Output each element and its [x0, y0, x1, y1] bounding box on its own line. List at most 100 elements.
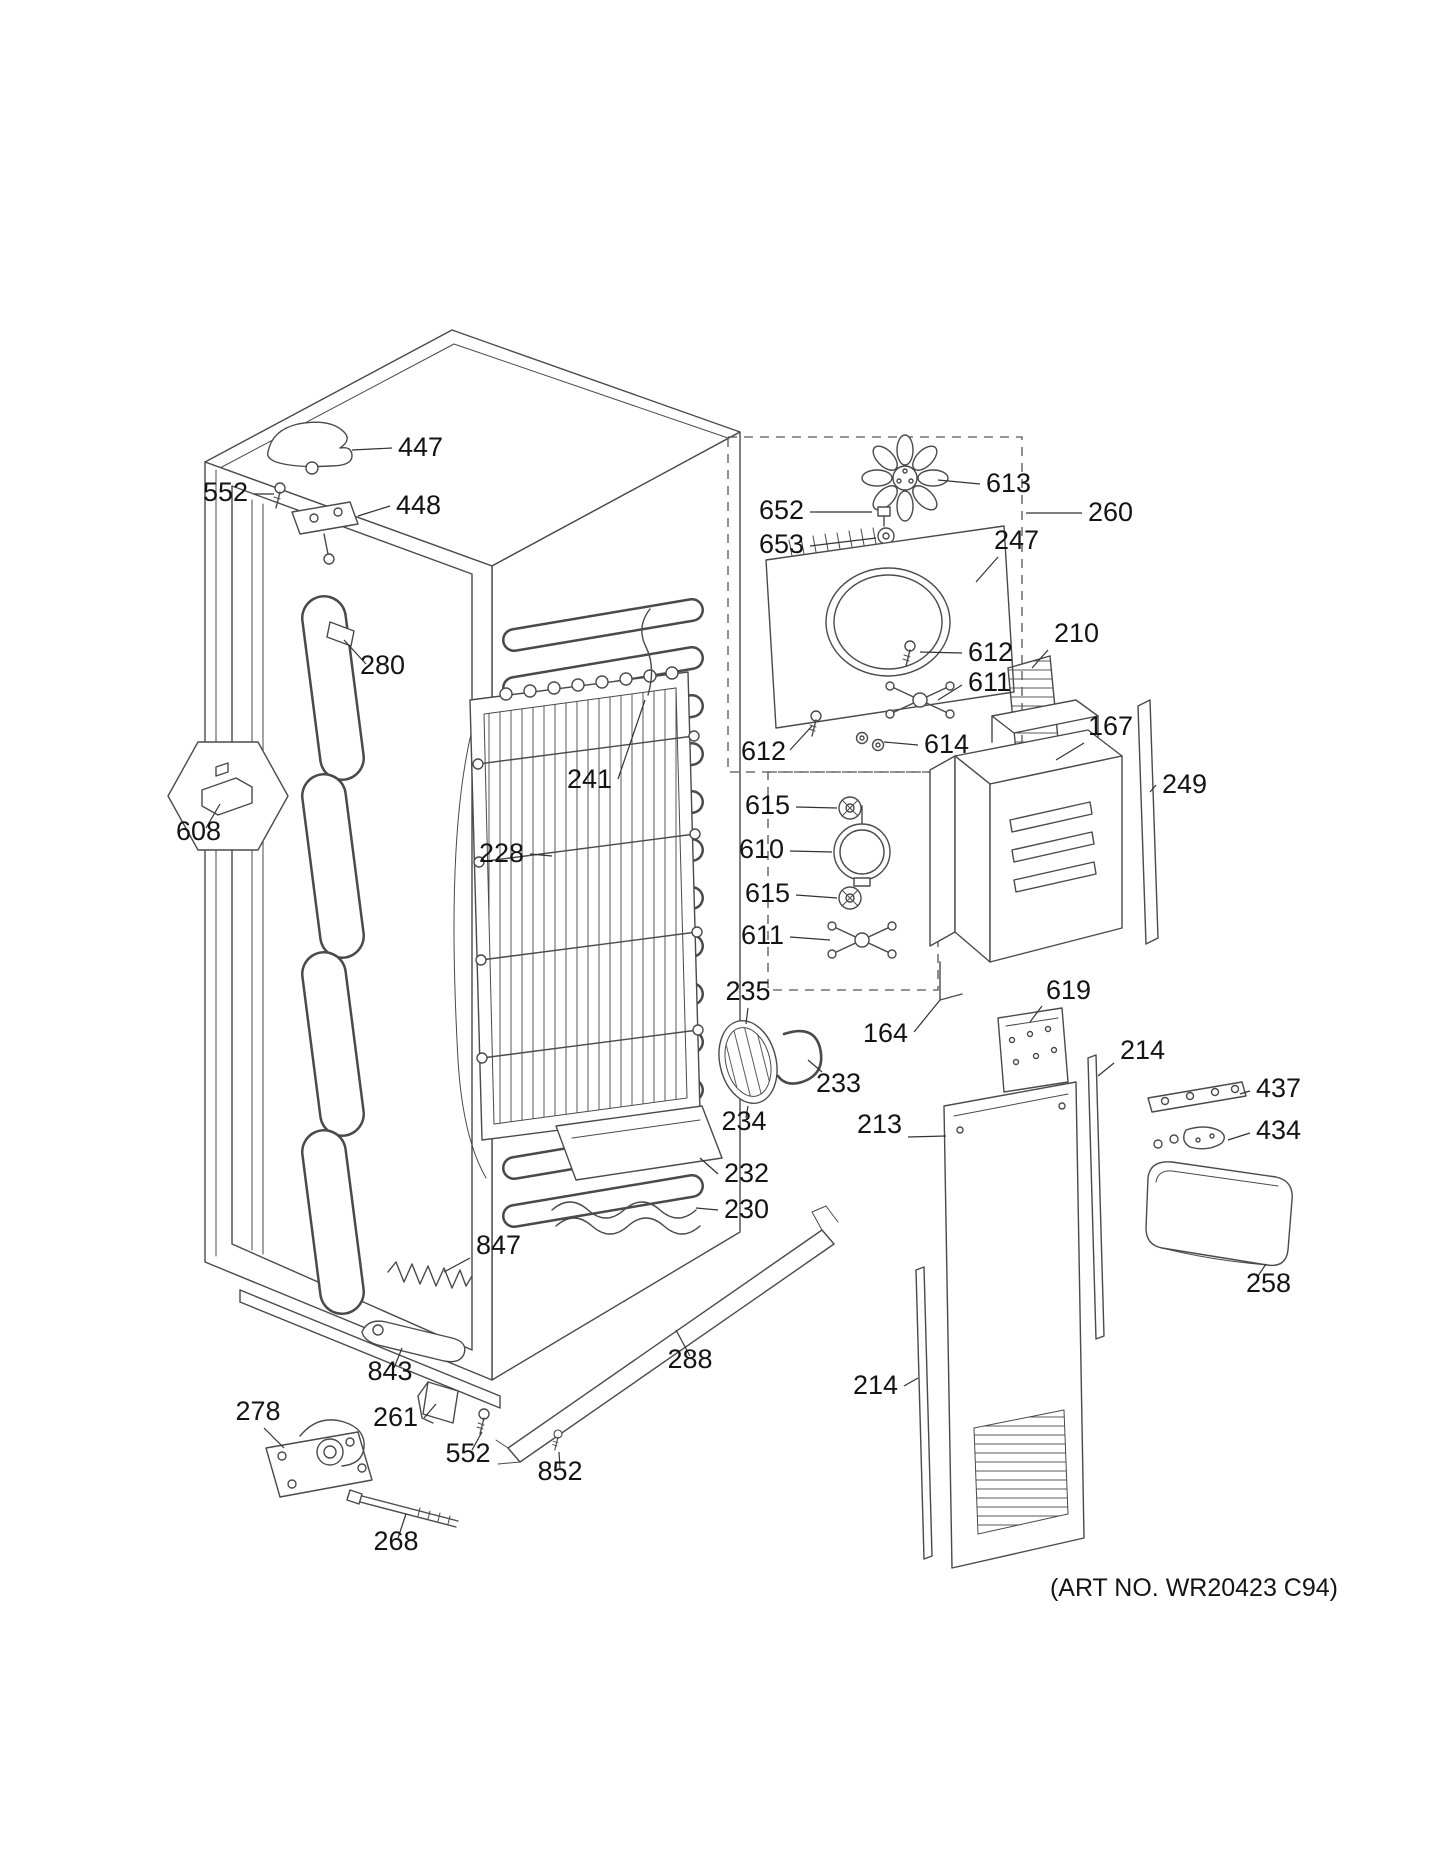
part-label-260: 260 [1088, 497, 1133, 527]
part-label-228: 228 [479, 838, 524, 868]
part-label-608: 608 [176, 816, 221, 846]
lever-843 [361, 1320, 466, 1363]
leader-line-288 [675, 1329, 691, 1357]
fan-motor-610 [833, 805, 891, 887]
leader-line-612 [789, 725, 813, 751]
leader-line-278 [263, 1427, 285, 1449]
leader-line-232 [699, 1157, 719, 1175]
leader-line-234 [745, 1105, 749, 1119]
part-label-852: 852 [537, 1456, 582, 1486]
part-label-278: 278 [235, 1396, 280, 1426]
leader-line-235 [745, 1007, 749, 1025]
part-label-552: 552 [203, 477, 248, 507]
spring-847 [387, 1261, 473, 1289]
assembly-box-260 [727, 436, 1023, 773]
leader-line-268 [397, 1513, 407, 1539]
control-board-619 [997, 1007, 1069, 1093]
wire-241 [641, 608, 653, 696]
trim-strip-214-left [915, 1266, 933, 1560]
fan-washer-653 [877, 527, 895, 545]
part-label-214: 214 [853, 1370, 898, 1400]
leader-line-613 [937, 479, 981, 485]
leader-line-615 [795, 894, 838, 899]
leader-line-258 [1257, 1263, 1267, 1277]
board-437 [1147, 1081, 1247, 1113]
part-label-614: 614 [924, 729, 969, 759]
part-label-552: 552 [445, 1438, 490, 1468]
leader-line-608 [205, 803, 221, 829]
fan-shroud-247 [765, 525, 1015, 729]
part-label-843: 843 [367, 1356, 412, 1386]
trim-strip-249 [1137, 699, 1159, 945]
trim-strip-214-right [1087, 1054, 1105, 1340]
leader-line-241 [617, 699, 646, 780]
part-label-164: 164 [863, 1018, 908, 1048]
leader-line-448 [357, 505, 391, 517]
part-label-612: 612 [741, 736, 786, 766]
leader-line-611 [789, 936, 831, 941]
part-label-619: 619 [1046, 975, 1091, 1005]
leader-line-213 [907, 1135, 947, 1138]
leader-line-843 [393, 1347, 403, 1369]
grille-235-group [718, 1019, 823, 1105]
part-label-258: 258 [1246, 1268, 1291, 1298]
part-label-167: 167 [1088, 711, 1133, 741]
bracket-261 [417, 1381, 459, 1424]
back-panel-213 [943, 1081, 1085, 1569]
part-label-247: 247 [994, 525, 1039, 555]
part-label-612: 612 [968, 637, 1013, 667]
part-label-268: 268 [373, 1526, 418, 1556]
screw-612-b [808, 710, 822, 737]
screw-852 [551, 1429, 563, 1451]
bottom-hinge-278 [265, 1419, 373, 1498]
leader-line-214 [1097, 1062, 1115, 1077]
leader-line-230 [695, 1207, 719, 1211]
evaporator-group [453, 608, 723, 1235]
art-number: (ART NO. WR20423 C94) [1050, 1574, 1338, 1602]
screw-552-bottom [476, 1408, 490, 1435]
leader-line-261 [423, 1403, 437, 1419]
leader-line-437 [1239, 1090, 1251, 1095]
leader-line-210 [1031, 649, 1049, 669]
leader-line-615 [795, 806, 838, 809]
leader-line-228 [529, 853, 553, 857]
nuts-614 [855, 731, 885, 752]
part-label-280: 280 [360, 650, 405, 680]
hinge-cover-447 [266, 421, 353, 468]
cover-258 [1145, 1161, 1293, 1267]
part-label-288: 288 [667, 1344, 712, 1374]
part-label-214: 214 [1120, 1035, 1165, 1065]
leader-line-612 [919, 651, 963, 654]
bracket-164 [939, 961, 963, 1001]
part-label-652: 652 [759, 495, 804, 525]
leader-line-614 [883, 741, 919, 746]
leader-line-852 [558, 1451, 561, 1469]
part-label-434: 434 [1256, 1115, 1301, 1145]
leader-line-847 [443, 1257, 471, 1273]
part-label-234: 234 [721, 1106, 766, 1136]
part-label-613: 613 [986, 468, 1031, 498]
duct-assembly-167 [929, 699, 1123, 1001]
leader-line-167 [1055, 742, 1085, 761]
fan-blade-613 [861, 434, 949, 522]
bracket-611-b [827, 921, 897, 959]
part-label-653: 653 [759, 529, 804, 559]
part-label-611: 611 [968, 667, 1011, 697]
part-label-235: 235 [725, 976, 770, 1006]
part-label-230: 230 [724, 1194, 769, 1224]
capillary-tube [453, 729, 487, 1179]
dispenser-parts-434 [1153, 1126, 1225, 1150]
leader-line-280 [343, 639, 367, 665]
part-label-611: 611 [741, 920, 784, 950]
part-label-241: 241 [567, 764, 612, 794]
heater-tube-230 [551, 1201, 697, 1219]
fan-nut-652 [877, 506, 891, 527]
part-label-615: 615 [745, 790, 790, 820]
bolt-268 [346, 1489, 459, 1528]
part-label-213: 213 [857, 1109, 902, 1139]
part-label-233: 233 [816, 1068, 861, 1098]
leader-line-653 [809, 537, 877, 547]
switch-608-group [167, 741, 289, 851]
leader-line-247 [975, 556, 999, 583]
